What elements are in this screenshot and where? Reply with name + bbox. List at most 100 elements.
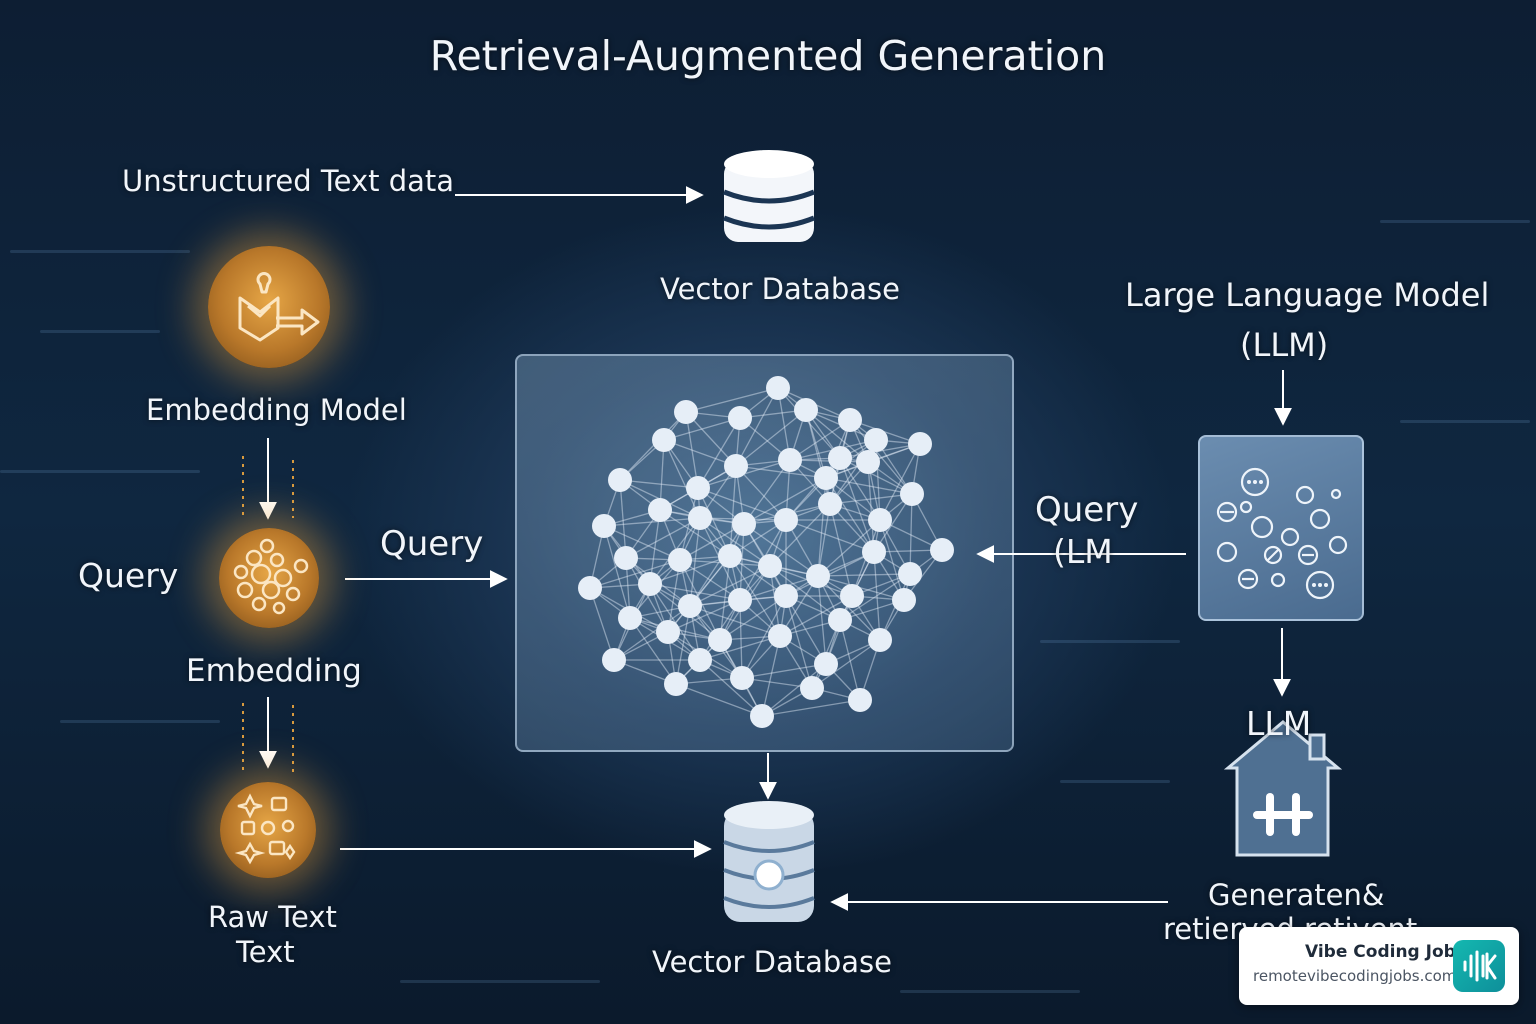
network-node <box>728 588 752 612</box>
network-edge <box>589 559 681 589</box>
network-edge <box>817 573 911 577</box>
network-node <box>686 476 710 500</box>
network-node <box>750 704 774 728</box>
network-node <box>688 506 712 530</box>
network-edge <box>777 387 791 461</box>
network-edge <box>743 477 827 525</box>
network-edge <box>729 555 781 637</box>
query-left-label: Query <box>78 556 179 595</box>
network-node <box>766 376 790 400</box>
network-edge <box>829 503 853 597</box>
network-edge <box>679 559 741 601</box>
bg-streak <box>400 980 600 983</box>
network-nodes <box>578 376 954 728</box>
network-node <box>678 594 702 618</box>
network-edge <box>817 575 905 601</box>
network-node <box>778 448 802 472</box>
network-node <box>592 514 616 538</box>
network-edge <box>873 551 881 641</box>
bg-streak <box>1380 220 1530 223</box>
network-edge <box>777 387 841 459</box>
network-edge <box>761 663 827 717</box>
network-node <box>900 482 924 506</box>
network-edge <box>839 573 911 621</box>
network-edge <box>729 465 737 557</box>
network-edge <box>743 523 819 577</box>
network-edge <box>839 457 881 521</box>
badge-name: Vibe Coding Jobs <box>1305 942 1466 962</box>
network-node <box>898 562 922 586</box>
network-edge <box>589 587 615 661</box>
network-node <box>728 406 752 430</box>
network-edge <box>625 517 701 559</box>
bg-streak <box>40 330 160 333</box>
network-edge <box>685 411 737 467</box>
network-edge <box>689 523 745 607</box>
house-hash-icon <box>1223 720 1343 857</box>
network-node <box>868 508 892 532</box>
network-edge <box>649 583 741 601</box>
network-edge <box>689 517 701 607</box>
network-edge <box>875 439 881 521</box>
book-arrow-icon <box>238 272 320 342</box>
network-edge <box>679 523 745 561</box>
database-icon <box>723 801 815 922</box>
network-edge <box>825 477 913 495</box>
badge-url[interactable]: remotevibecodingjobs.com <box>1253 967 1457 985</box>
raw-text-orb <box>220 782 316 878</box>
network-edge <box>689 565 771 607</box>
network-edge <box>879 443 921 521</box>
network-edge <box>743 459 791 525</box>
network-node <box>688 648 712 672</box>
vector-db-top-label: Vector Database <box>660 272 901 306</box>
network-node <box>618 606 642 630</box>
network-edge <box>867 461 875 553</box>
network-edge <box>761 699 861 717</box>
llm-title-label: Large Language Model <box>1125 276 1490 314</box>
network-edge <box>719 555 731 641</box>
network-node <box>868 628 892 652</box>
network-node <box>608 468 632 492</box>
network-edge <box>697 417 741 489</box>
llm-panel <box>1198 435 1364 621</box>
network-edge <box>769 565 841 621</box>
raw-text-label: Raw Text <box>208 900 337 934</box>
database-icon <box>723 150 815 242</box>
network-node <box>664 672 688 696</box>
network-edge <box>659 509 731 557</box>
network-edge <box>779 595 853 637</box>
network-edge <box>685 411 699 489</box>
network-edge <box>675 683 763 717</box>
network-edge <box>741 595 787 679</box>
bg-streak <box>0 470 200 473</box>
network-node <box>774 508 798 532</box>
network-edge <box>817 503 831 577</box>
network-node <box>602 648 626 672</box>
network-node <box>656 620 680 644</box>
network-edge <box>667 555 731 633</box>
network-edge <box>785 551 875 597</box>
network-edge <box>735 387 779 467</box>
network-node <box>732 512 756 536</box>
bg-streak <box>60 720 220 723</box>
network-edge <box>663 417 741 441</box>
network-node <box>774 584 798 608</box>
network-node <box>908 432 932 456</box>
watermark-badge[interactable]: Vibe Coding Jobs remotevibecodingjobs.co… <box>1239 927 1519 1005</box>
network-node <box>578 576 602 600</box>
network-edge <box>603 525 631 619</box>
network-node <box>794 398 818 422</box>
network-edge <box>719 595 787 641</box>
query-right-sub: (LM <box>1053 532 1113 571</box>
network-node <box>724 454 748 478</box>
network-node <box>768 624 792 648</box>
network-node <box>614 546 638 570</box>
bg-streak <box>900 990 1080 993</box>
network-node <box>814 466 838 490</box>
network-node <box>668 548 692 572</box>
network-node <box>806 564 830 588</box>
network-node <box>892 588 916 612</box>
bg-streak <box>1400 420 1530 423</box>
network-edge <box>735 465 787 521</box>
